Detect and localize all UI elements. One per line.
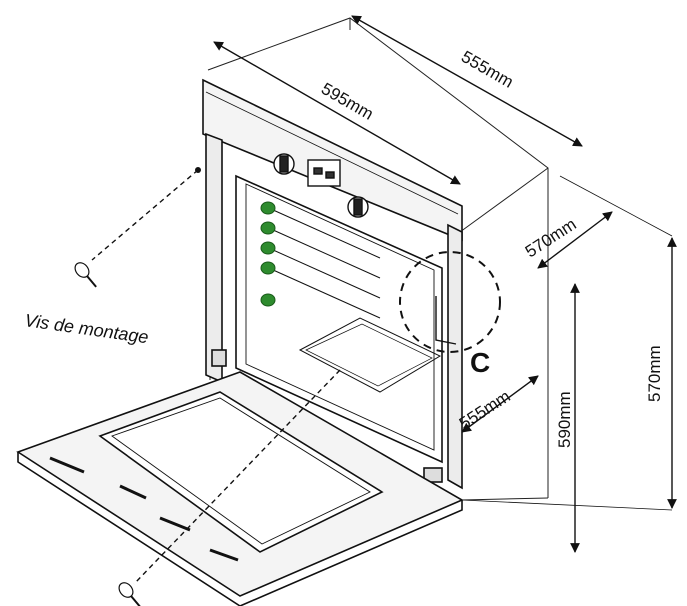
right-frame: [447, 223, 463, 490]
oven-cavity: [235, 174, 443, 464]
label-width-top: 555mm: [458, 47, 517, 92]
label-detail-c: C: [470, 347, 490, 378]
oven-door: [16, 371, 464, 606]
label-depth-right: 570mm: [522, 215, 580, 262]
side-frame: [205, 132, 223, 384]
label-mounting-screws: Vis de montage: [23, 310, 149, 347]
rail-knobs: [260, 201, 276, 307]
label-width-front: 595mm: [318, 79, 377, 124]
door-glass: [98, 391, 384, 553]
dim-arrow-cavity-depth: [461, 375, 539, 433]
bottom-screw-icon: [118, 582, 141, 606]
detail-circle: [399, 251, 501, 353]
dim-arrow-width-top: [351, 15, 583, 147]
oven-rack: [298, 317, 442, 393]
dim-arrow-depth-right: [537, 211, 613, 269]
left-hinge: [211, 349, 227, 367]
dim-arrow-width-front: [213, 41, 461, 185]
mounting-screws: [74, 167, 341, 606]
right-hinge: [423, 467, 443, 483]
top-screw-icon: [74, 262, 97, 288]
label-overall-height: 570mm: [645, 345, 664, 402]
label-cavity-depth: 555mm: [456, 387, 514, 434]
label-cavity-height: 590mm: [555, 391, 574, 448]
dimension-lines: [213, 15, 677, 553]
display-panel: [307, 159, 341, 187]
